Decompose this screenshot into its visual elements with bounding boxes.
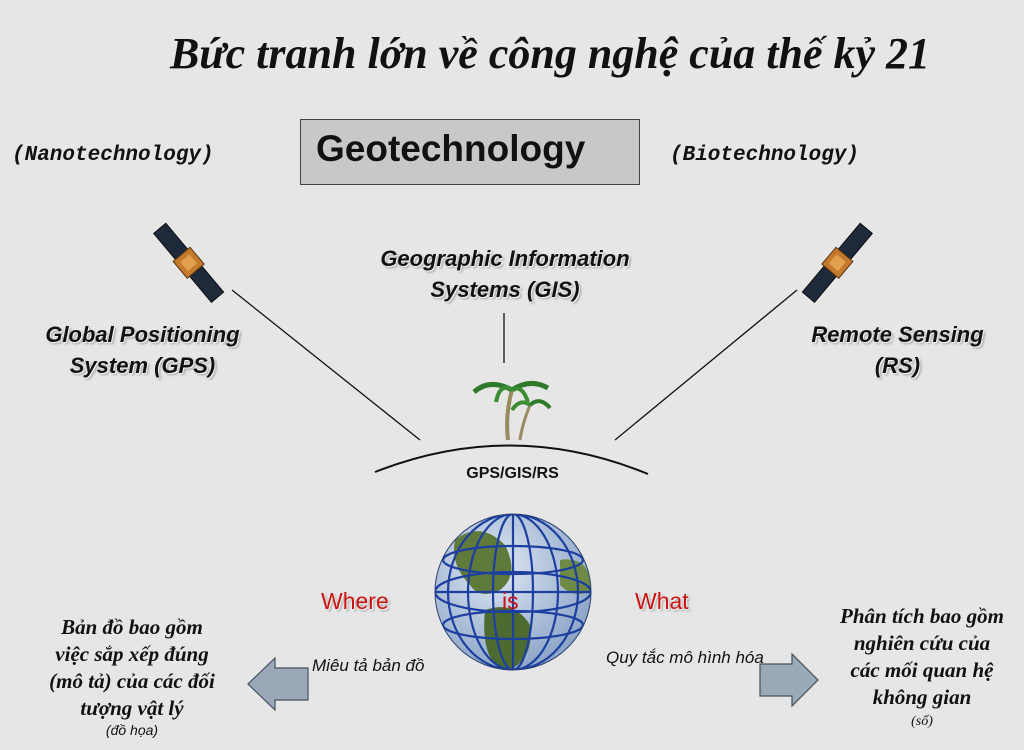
connector-rs (614, 289, 798, 441)
right-desc-line4: không gian (872, 685, 972, 709)
biotechnology-label: (Biotechnology) (670, 144, 860, 167)
right-desc-line1: Phân tích bao gồm (840, 604, 1004, 628)
arc-label: GPS/GIS/RS (466, 465, 559, 482)
gis-line2: Systems (GIS) (430, 277, 580, 302)
right-description: Phân tích bao gồm nghiên cứu của các mối… (822, 603, 1022, 733)
what-label: What (635, 588, 689, 614)
geotechnology-label: Geotechnology (316, 128, 586, 169)
globe-icon (434, 513, 592, 671)
left-caption: Miêu tả bản đồ (312, 656, 425, 675)
arrow-right-icon (759, 652, 819, 708)
right-caption: Quy tắc mô hình hóa (606, 648, 764, 667)
left-desc-note: (đồ họa) (105, 722, 159, 738)
left-desc-line4: tượng vật lý (80, 696, 184, 720)
right-desc-line2: nghiên cứu của (853, 631, 991, 655)
palm-tree-icon (472, 381, 552, 441)
slide-title: Bức tranh lớn về công nghệ của thế kỷ 21 (169, 29, 931, 78)
satellite-icon (153, 222, 225, 303)
arrow-left-icon (247, 656, 309, 712)
gis-node: Geographic Information Systems (GIS) (340, 243, 670, 305)
left-desc-line3: (mô tả) của các đối (49, 669, 215, 693)
connector-gps (231, 289, 421, 441)
gps-line1: Global Positioning (45, 322, 240, 347)
nanotechnology-label: (Nanotechnology) (12, 144, 214, 167)
satellite-icon (801, 222, 873, 303)
right-desc-line3: các mối quan hệ (850, 658, 994, 682)
rs-line1: Remote Sensing (811, 322, 984, 347)
left-desc-line1: Bản đồ bao gồm (61, 615, 203, 639)
geotechnology-box (300, 119, 640, 185)
gis-line1: Geographic Information (380, 246, 630, 271)
gps-line2: System (GPS) (69, 353, 216, 378)
where-label: Where (321, 588, 389, 614)
is-label: is (502, 588, 519, 614)
rs-node: Remote Sensing (RS) (780, 319, 1015, 381)
right-desc-note: (số) (911, 714, 933, 729)
horizon-arc (374, 444, 649, 475)
left-description: Bản đồ bao gồm việc sắp xếp đúng (mô tả)… (22, 614, 242, 738)
gps-node: Global Positioning System (GPS) (10, 319, 275, 381)
rs-line2: (RS) (874, 353, 921, 378)
left-desc-line2: việc sắp xếp đúng (55, 642, 209, 666)
